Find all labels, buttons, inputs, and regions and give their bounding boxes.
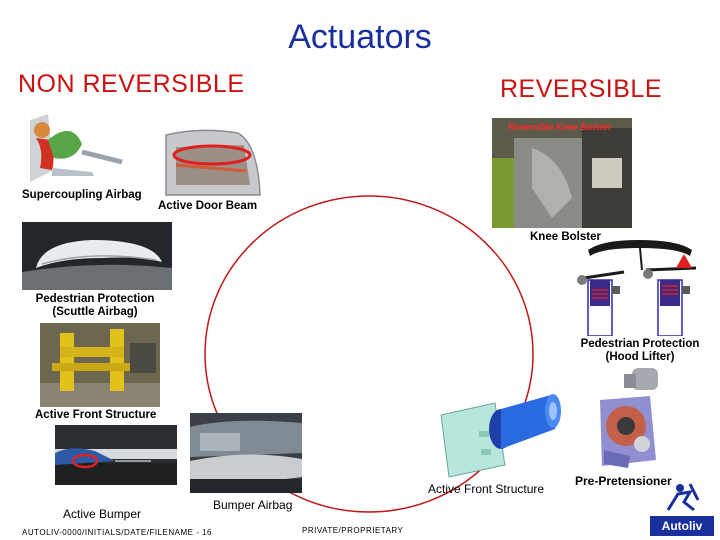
supercoupling-airbag-image — [22, 110, 132, 182]
knee-bolster-label: Knee Bolster — [530, 231, 601, 243]
supercoupling-airbag-label: Supercoupling Airbag — [22, 189, 142, 201]
hood-lifter-diagram — [568, 236, 708, 336]
active-front-structure-right-label: Active Front Structure — [428, 482, 545, 496]
pedestrian-protection-hood-label: Pedestrian Protection (Hood Lifter) — [572, 338, 708, 364]
footer-file-reference: AUTOLIV-0000/INITIALS/DATE/FILENAME - 16 — [22, 528, 212, 537]
knee-bolster-image — [492, 118, 632, 228]
active-door-beam-label: Active Door Beam — [158, 200, 258, 212]
bumper-airbag-label: Bumper Airbag — [213, 498, 293, 512]
active-front-structure-left-label: Active Front Structure — [35, 409, 157, 421]
autoliv-emblem-icon — [666, 483, 700, 512]
pedestrian-protection-scuttle-label: Pedestrian Protection (Scuttle Airbag) — [25, 293, 165, 319]
reversible-heading: REVERSIBLE — [500, 75, 663, 103]
center-ellipse — [204, 195, 534, 513]
footer-proprietary-notice: PRIVATE/PROPRIETARY — [302, 526, 404, 535]
hood-label-line2: (Hood Lifter) — [605, 351, 675, 363]
active-door-beam-image — [160, 125, 265, 197]
active-front-structure-cad — [435, 385, 565, 480]
page-title: Actuators — [288, 18, 432, 56]
scuttle-airbag-image — [22, 222, 172, 290]
hood-label-line1: Pedestrian Protection — [580, 338, 700, 350]
non-reversible-heading: NON REVERSIBLE — [18, 70, 245, 98]
autoliv-logo: Autoliv — [650, 480, 714, 538]
knee-bolster-caption: Reversible Knee Bolster — [508, 122, 612, 132]
pre-pretensioner-image — [590, 360, 670, 472]
bumper-airbag-image — [190, 413, 302, 493]
active-bumper-label: Active Bumper — [63, 507, 142, 521]
scuttle-label-line1: Pedestrian Protection — [35, 293, 155, 305]
active-bumper-image — [55, 425, 177, 485]
active-front-structure-photo — [40, 323, 160, 407]
pre-pretensioner-label: Pre-Pretensioner — [575, 474, 672, 488]
scuttle-label-line2: (Scuttle Airbag) — [52, 306, 138, 318]
autoliv-wordmark: Autoliv — [650, 516, 714, 536]
